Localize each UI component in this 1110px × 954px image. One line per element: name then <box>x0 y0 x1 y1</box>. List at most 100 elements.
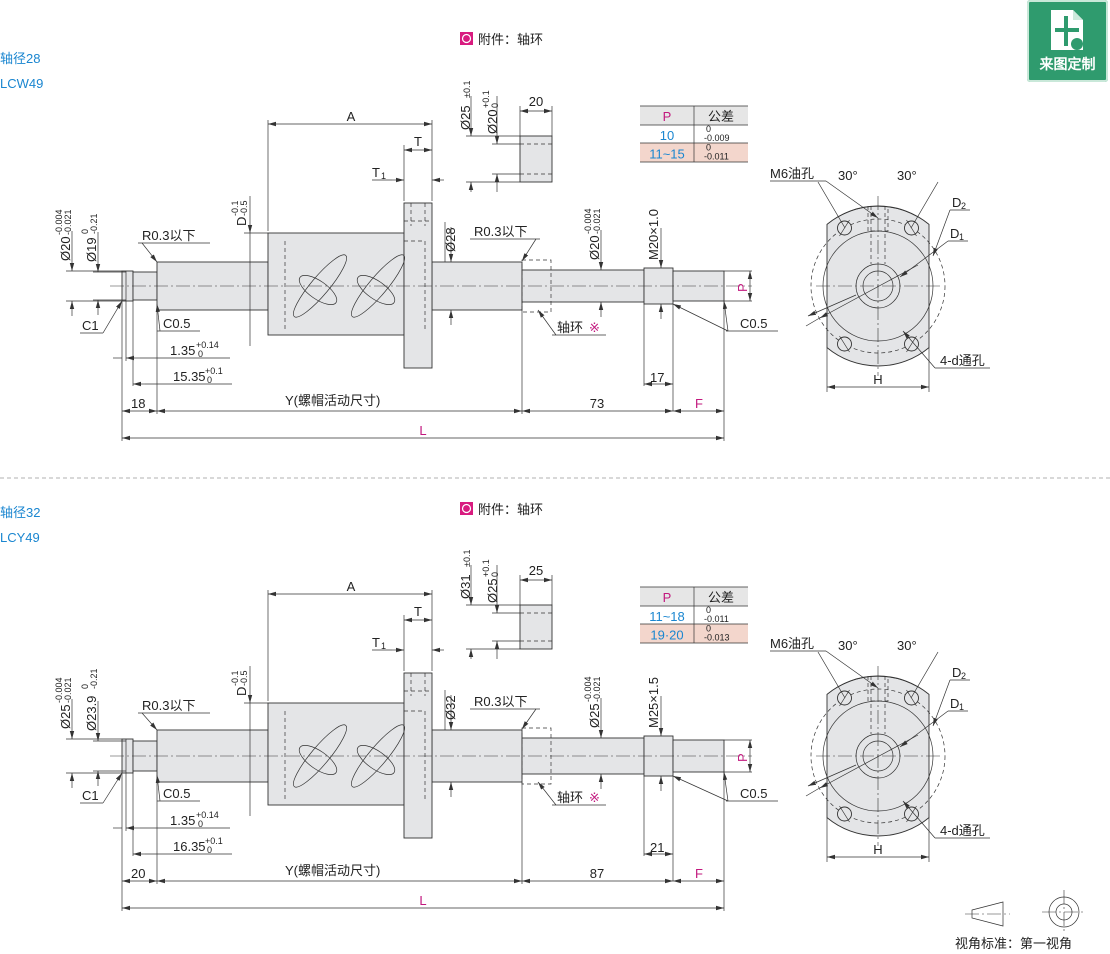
label-collar-od: Ø31 <box>458 574 473 599</box>
view-standard: 视角标准：第一视角 <box>955 890 1086 951</box>
label-groove-dia: Ø23.90-0.21 <box>80 668 99 731</box>
circle-icon <box>461 503 472 514</box>
table-cell-tol-upper: 0 <box>706 124 711 134</box>
label-T1-sub: 1 <box>381 171 386 181</box>
leader-line <box>155 303 161 332</box>
label-end-dia: Ø25-0.004-0.021 <box>54 677 73 729</box>
ball-return-slot <box>351 254 405 318</box>
nut-flange <box>403 672 433 839</box>
label-shaft-dia: Ø28 <box>443 227 458 252</box>
label-groove-dia-upper-tol: 0 <box>80 684 90 689</box>
bolt-hole-mark <box>906 689 917 707</box>
label-collar-id-upper-tol: +0.1 <box>481 90 491 108</box>
label-r-right: R0.3以下 <box>474 224 527 239</box>
ball-return-slot <box>356 275 396 305</box>
label-collar-note: 轴环 <box>557 320 583 335</box>
label-collar-mark: ※ <box>589 320 600 335</box>
label-A: A <box>347 579 356 594</box>
collar-bore <box>520 143 552 175</box>
first-angle-projection-icon <box>965 890 1086 934</box>
label-collar-id-lower-tol: 0 <box>490 103 500 108</box>
label-F: F <box>695 866 703 881</box>
label-end-dia-lower-tol: -0.021 <box>63 677 73 703</box>
label-mid-dia-value: Ø20 <box>587 235 602 260</box>
collar-bore <box>520 612 552 642</box>
label-thread: M20×1.0 <box>646 209 661 260</box>
table-cell-p: 11~18 <box>649 609 685 624</box>
leader-line <box>902 800 936 839</box>
label-collar-od-tol: ±0.1 <box>462 550 472 567</box>
label-C1: C1 <box>82 788 99 803</box>
bolt-hole-mark <box>906 335 917 353</box>
table-cell-p: 11~15 <box>649 147 685 162</box>
label-D-lower-tol: -0.5 <box>239 200 249 216</box>
label-D-upper-tol: -0.1 <box>230 200 240 216</box>
label-r-left: R0.3以下 <box>142 228 195 243</box>
label-D-value: D <box>234 217 249 226</box>
label-Y: Y(螺帽活动尺寸) <box>285 393 380 408</box>
ball-return-slot <box>351 724 405 788</box>
label-end-length: 18 <box>131 396 145 411</box>
label-groove-2-value: 15.35 <box>173 369 206 384</box>
label-D1-sub: 1 <box>959 702 964 712</box>
label-mid-dia-lower-tol: -0.021 <box>592 676 602 702</box>
label-P: P <box>735 753 750 762</box>
ball-return-slot <box>356 745 396 775</box>
label-D-upper-tol: -0.1 <box>230 670 240 686</box>
leader-line <box>807 764 857 787</box>
label-collar-od-tol: ±0.1 <box>462 81 472 98</box>
leader-line <box>932 679 951 727</box>
line <box>817 181 846 229</box>
table-cell-tol-lower: -0.009 <box>704 133 730 143</box>
table-header-tol: 公差 <box>708 109 734 124</box>
label-angle-1: 30° <box>838 168 858 183</box>
leader-line <box>932 209 951 257</box>
label-L: L <box>419 423 426 438</box>
label-thread-value: M25×1.5 <box>646 677 661 728</box>
leader-line <box>825 650 879 689</box>
label-T1-sub: 1 <box>381 641 386 651</box>
view-standard-label: 视角标准：第一视角 <box>955 936 1072 951</box>
label-collar-id-lower-tol: 0 <box>490 572 500 577</box>
label-shaft-dia-value: Ø28 <box>443 227 458 252</box>
label-D: D-0.1-0.5 <box>230 200 249 226</box>
label-D-lower-tol: -0.5 <box>239 670 249 686</box>
label-D: D-0.1-0.5 <box>230 670 249 696</box>
custom-drawing-button[interactable]: 来图定制 <box>1027 0 1108 82</box>
leader-line <box>537 781 557 806</box>
label-groove-dia-lower-tol: -0.21 <box>89 213 99 234</box>
nut-body <box>267 702 405 806</box>
label-D2: D <box>952 195 961 210</box>
label-C05-left: C0.5 <box>163 316 190 331</box>
label-D1: D <box>950 696 959 711</box>
label-collar-width: 25 <box>529 563 543 578</box>
table-header-tol: 公差 <box>708 590 734 605</box>
ball-return-slot <box>298 275 338 305</box>
label-angle-2: 30° <box>897 638 917 653</box>
label-shaft-dia: Ø32 <box>443 695 458 720</box>
leader-line <box>102 300 123 334</box>
accessory-label: 附件：轴环 <box>478 32 543 47</box>
angle-arc <box>837 675 919 688</box>
label-collar-mark: ※ <box>589 790 600 805</box>
label-mid-dia: Ø25-0.004-0.021 <box>583 676 602 728</box>
label-T: T <box>414 134 422 149</box>
label-collar-od: Ø25 <box>458 105 473 130</box>
table-cell-p: 19·20 <box>650 628 683 643</box>
label-oil-hole: M6油孔 <box>770 166 814 181</box>
ball-return-slot <box>298 745 338 775</box>
label-groove-1-value: 1.35 <box>170 343 195 358</box>
label-groove-1-value: 1.35 <box>170 813 195 828</box>
label-D1: D <box>950 226 959 241</box>
label-angle-1: 30° <box>838 638 858 653</box>
label-r-right: R0.3以下 <box>474 694 527 709</box>
label-groove-2-lower-tol: 0 <box>207 845 212 855</box>
leader-line <box>807 294 857 317</box>
bolt-hole-mark <box>839 335 850 353</box>
label-Y: Y(螺帽活动尺寸) <box>285 863 380 878</box>
